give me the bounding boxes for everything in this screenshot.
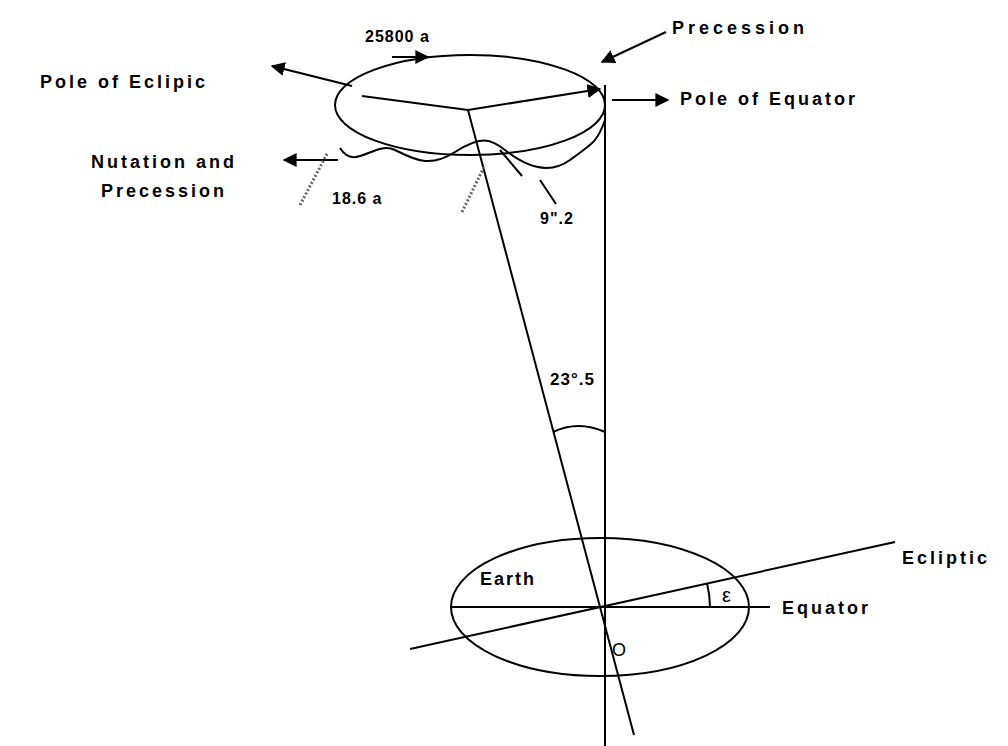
ellipse-outline [450,537,750,677]
period-label: 18.6 a [332,190,382,208]
angle-symbol: ε [722,584,731,607]
radius-line [362,96,468,110]
vertical-axis [604,85,606,746]
equator-line [450,606,770,608]
ecliptic-line [410,542,895,649]
pointer-arrow [602,32,666,62]
dotted-marker [300,152,328,205]
pointer-arrow [612,99,668,101]
node-label: Earth [480,569,536,590]
rotation-axis [468,110,634,735]
angle-arc [553,426,605,432]
dotted-marker [462,165,485,212]
earth-ellipse: Earth [450,537,750,677]
angle-label: 23°.5 [550,370,595,390]
radius-line [468,89,600,110]
term-label: Ecliptic [902,548,990,569]
term-label: Pole of Equator [680,89,858,110]
term-label: Equator [782,598,871,619]
pointer-arrow [284,159,338,161]
tick-mark [500,150,522,176]
pointer-arrow [272,66,352,86]
period-label: 25800 a [365,28,430,46]
direction-arrow [392,56,428,58]
angle-label: 9".2 [540,210,574,228]
term-label: Precession [672,18,808,39]
term-label: Pole of Eclipic [40,72,208,93]
precession-circle [335,55,605,155]
nutation-wave [340,120,605,168]
angle-arc [707,583,710,607]
tick-mark [540,180,556,204]
term-label: Nutation and Precession [48,148,280,206]
point-label: O [612,640,626,661]
